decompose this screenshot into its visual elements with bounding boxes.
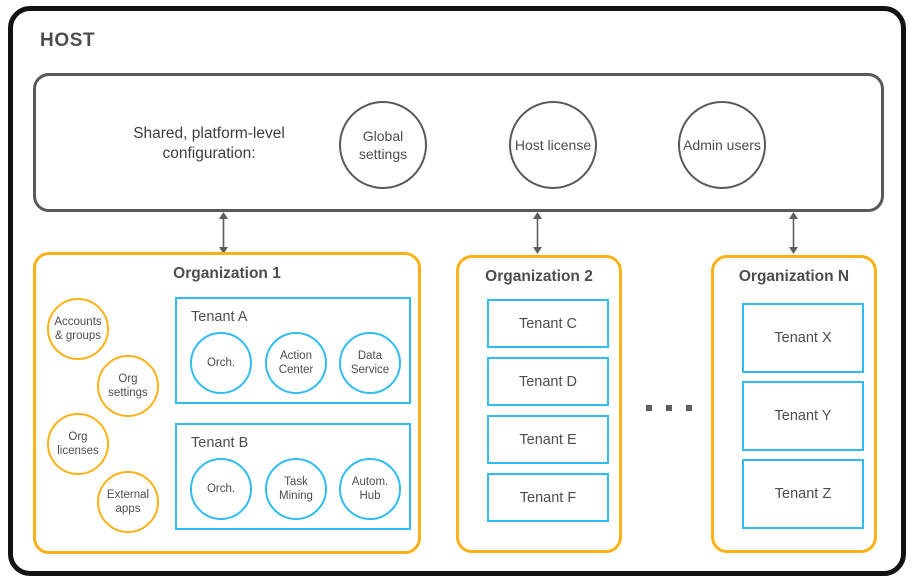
- admin-users-circle: Admin users: [678, 101, 766, 189]
- tenant-y-label: Tenant Y: [774, 408, 832, 424]
- tenant-b-service-orchestrator-circle: Orch.: [190, 458, 252, 520]
- tenant-a-service-orchestrator-circle: Orch.: [190, 332, 252, 394]
- org-licenses-circle: Org licenses: [47, 413, 109, 475]
- tenant-f-label: Tenant F: [519, 489, 577, 506]
- external-apps-circle: External apps: [97, 471, 159, 533]
- tenant-b-service-automation-hub-circle: Autom. Hub: [339, 458, 401, 520]
- organization-1-box: Organization 1 Accounts & groups Org set…: [33, 252, 421, 554]
- connector-host-to-organization-2-icon: [533, 212, 542, 254]
- organization-2-box: Organization 2 Tenant C Tenant D Tenant …: [456, 255, 622, 553]
- host-title: HOST: [40, 30, 96, 51]
- tenant-c-label: Tenant C: [518, 315, 578, 332]
- ellipsis-dot: [686, 405, 692, 411]
- connector-host-to-organization-1-icon: [219, 212, 228, 254]
- tenant-a-service-action-center-circle: Action Center: [265, 332, 327, 394]
- shared-configuration-caption: Shared, platform-level configuration:: [133, 125, 285, 162]
- tenant-b-service-task-mining-circle: Task Mining: [265, 458, 327, 520]
- tenant-b-box: Tenant B Orch. Task Mining Autom. Hub: [175, 423, 411, 530]
- tenant-a-service-data-service-circle: Data Service: [339, 332, 401, 394]
- ellipsis-dot: [646, 405, 652, 411]
- tenant-y-box: Tenant Y: [742, 381, 864, 451]
- tenant-z-label: Tenant Z: [774, 486, 832, 502]
- shared-configuration-box: Shared, platform-level configuration: Gl…: [33, 73, 884, 212]
- accounts-and-groups-circle: Accounts & groups: [47, 298, 109, 360]
- global-settings-circle: Global settings: [339, 101, 427, 189]
- organizations-ellipsis: [646, 405, 692, 411]
- organization-n-title: Organization N: [738, 268, 850, 285]
- tenant-d-box: Tenant D: [487, 357, 609, 406]
- tenant-d-label: Tenant D: [518, 373, 578, 390]
- host-license-circle: Host license: [509, 101, 597, 189]
- organization-1-title: Organization 1: [173, 265, 281, 282]
- tenant-z-box: Tenant Z: [742, 459, 864, 529]
- organization-n-box: Organization N Tenant X Tenant Y Tenant …: [711, 255, 877, 553]
- tenant-b-label: Tenant B: [191, 435, 249, 451]
- tenant-e-label: Tenant E: [519, 431, 577, 448]
- tenant-x-box: Tenant X: [742, 303, 864, 373]
- tenant-a-box: Tenant A Orch. Action Center Data Servic…: [175, 297, 411, 404]
- tenant-f-box: Tenant F: [487, 473, 609, 522]
- tenant-a-label: Tenant A: [191, 309, 248, 325]
- tenant-x-label: Tenant X: [774, 330, 832, 346]
- tenant-c-box: Tenant C: [487, 299, 609, 348]
- connector-host-to-organization-n-icon: [789, 212, 798, 254]
- org-settings-circle: Org settings: [97, 355, 159, 417]
- ellipsis-dot: [666, 405, 672, 411]
- organization-2-title: Organization 2: [485, 268, 593, 285]
- tenant-e-box: Tenant E: [487, 415, 609, 464]
